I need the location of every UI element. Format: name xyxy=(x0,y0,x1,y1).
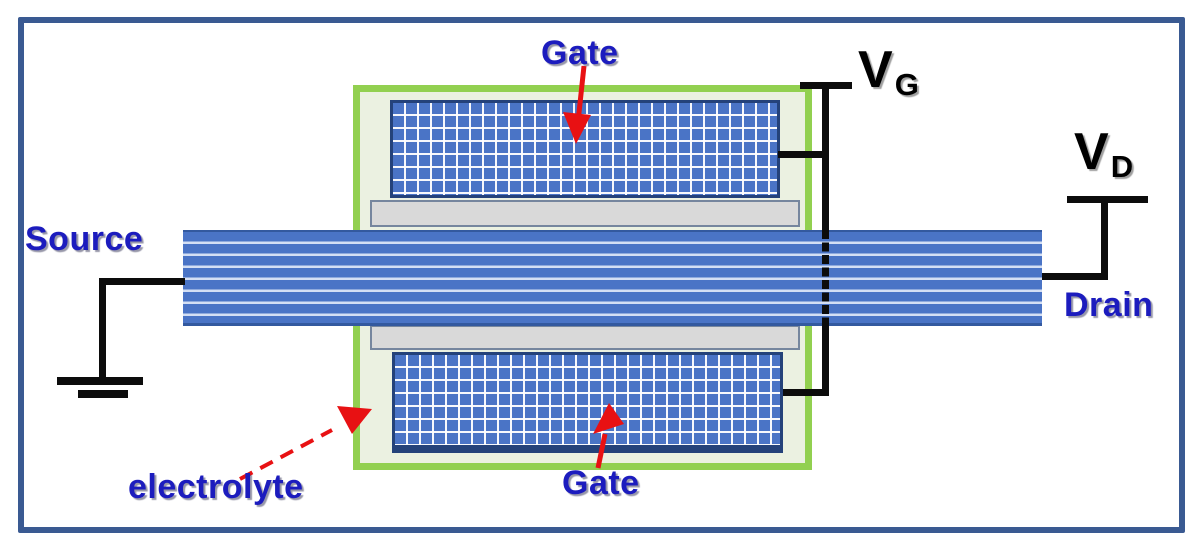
vg-symbol: V xyxy=(858,41,893,99)
vg-subscript: G xyxy=(894,67,919,102)
vg-wire-vertical-lower xyxy=(822,326,829,396)
label-source: Source xyxy=(25,220,144,258)
vd-wire-vertical xyxy=(1101,196,1108,280)
vd-symbol: V xyxy=(1074,123,1109,181)
outer-border xyxy=(18,17,1185,533)
vd-drain-connector xyxy=(1042,273,1108,280)
ground-bar-long xyxy=(57,377,143,385)
vg-gate-bottom-connector xyxy=(783,389,829,396)
channel-fiber xyxy=(183,230,1042,326)
ground-bar-short xyxy=(78,390,128,398)
label-vg: VG xyxy=(858,41,919,100)
label-electrolyte: electrolyte xyxy=(128,468,304,506)
label-vd: VD xyxy=(1074,123,1133,182)
label-drain: Drain xyxy=(1064,286,1154,324)
gate-top-electrode xyxy=(390,100,780,198)
dielectric-bar-bottom xyxy=(370,325,800,350)
label-gate-top: Gate xyxy=(541,34,619,72)
dielectric-bar-top xyxy=(370,200,800,227)
vg-wire-vertical-through-channel xyxy=(822,230,829,326)
source-wire-horizontal xyxy=(99,278,185,285)
vg-gate-top-connector xyxy=(778,151,829,158)
vd-subscript: D xyxy=(1110,149,1134,184)
source-wire-vertical xyxy=(99,278,106,378)
label-gate-bottom: Gate xyxy=(562,464,640,502)
gate-bottom-electrode xyxy=(392,352,783,453)
